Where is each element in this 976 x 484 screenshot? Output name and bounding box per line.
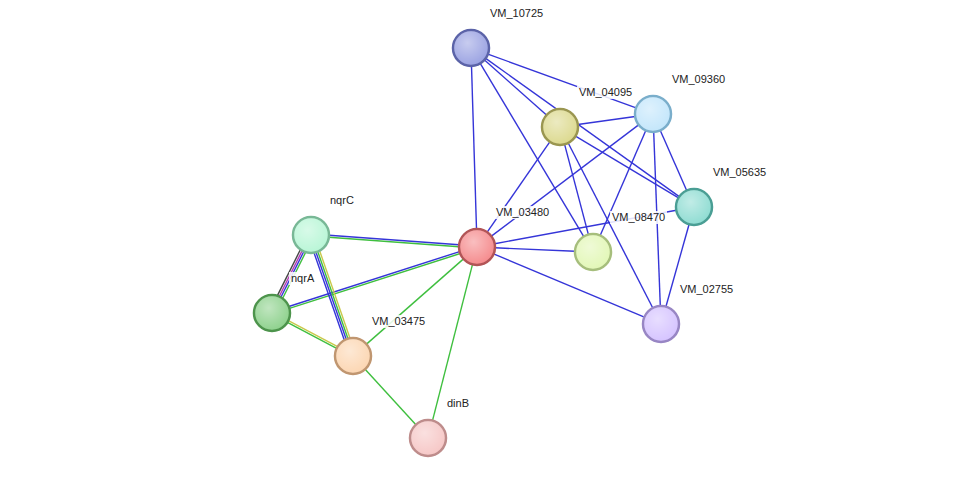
node-circle <box>542 109 578 145</box>
node-circle-shape <box>457 227 497 267</box>
protein-node: VM_04095 <box>540 107 580 147</box>
node-circle-shape <box>540 107 580 147</box>
node-circle <box>254 295 290 331</box>
node-label: VM_10725 <box>488 7 545 20</box>
node-circle <box>676 189 712 225</box>
node-circle-shape <box>573 232 613 272</box>
evidence-line <box>480 63 584 236</box>
node-label: VM_02755 <box>678 283 735 296</box>
node-circle <box>293 217 329 253</box>
node-circle <box>410 420 446 456</box>
evidence-line <box>433 264 473 420</box>
node-label: VM_04095 <box>577 86 634 99</box>
evidence-line <box>365 369 416 424</box>
node-circle-shape <box>451 28 491 68</box>
node-circle-shape <box>408 418 448 458</box>
evidence-line <box>287 322 336 348</box>
evidence-line <box>318 252 348 339</box>
interaction-edge <box>365 369 416 424</box>
interaction-edge <box>329 235 459 246</box>
node-circle <box>643 306 679 342</box>
node-circle <box>335 338 371 374</box>
node-highlight <box>294 218 328 252</box>
interaction-edge <box>433 264 473 420</box>
interaction-edge <box>314 251 350 340</box>
evidence-line <box>316 252 346 339</box>
interaction-edge <box>480 63 584 236</box>
node-circle <box>635 96 671 132</box>
node-circle <box>453 30 489 66</box>
node-highlight <box>411 421 445 455</box>
node-highlight <box>677 190 711 224</box>
evidence-line <box>289 252 460 307</box>
evidence-line <box>578 117 635 125</box>
node-highlight <box>336 339 370 373</box>
node-label: dinB <box>445 397 471 410</box>
evidence-line <box>329 235 459 244</box>
protein-node: VM_10725 <box>451 28 491 68</box>
evidence-line <box>314 253 344 340</box>
evidence-line <box>494 254 645 317</box>
node-circle <box>575 234 611 270</box>
evidence-line <box>488 54 636 108</box>
protein-node: VM_03475 <box>333 336 373 376</box>
interaction-edge <box>495 248 575 251</box>
node-highlight <box>636 97 670 131</box>
protein-node: VM_03480 <box>457 227 497 267</box>
protein-node: dinB <box>408 418 448 458</box>
node-circle-shape <box>633 94 673 134</box>
interaction-edge <box>287 321 337 349</box>
node-label: VM_03480 <box>494 206 551 219</box>
protein-node: VM_05635 <box>674 187 714 227</box>
node-circle-shape <box>291 215 331 255</box>
node-highlight <box>644 307 678 341</box>
node-highlight <box>454 31 488 65</box>
interaction-edge <box>494 254 645 317</box>
evidence-line <box>472 66 477 229</box>
interaction-edge <box>660 131 686 191</box>
node-label: VM_08470 <box>610 211 667 224</box>
evidence-line <box>367 259 464 344</box>
evidence-line <box>495 248 575 251</box>
node-highlight <box>576 235 610 269</box>
interaction-edge <box>486 58 680 196</box>
node-circle <box>459 229 495 265</box>
node-circle-shape <box>674 187 714 227</box>
node-label: nqrA <box>289 272 316 285</box>
node-circle-shape <box>333 336 373 376</box>
node-label: VM_05635 <box>711 166 768 179</box>
interaction-edge <box>472 66 477 229</box>
interaction-edge <box>488 54 636 108</box>
interaction-edge <box>367 259 464 344</box>
node-highlight <box>460 230 494 264</box>
protein-node: VM_09360 <box>633 94 673 134</box>
protein-node: nqrC <box>291 215 331 255</box>
protein-node: VM_02755 <box>641 304 681 344</box>
evidence-line <box>289 254 460 309</box>
node-circle-shape <box>252 293 292 333</box>
protein-node: VM_08470 <box>573 232 613 272</box>
interaction-edge <box>289 252 460 309</box>
evidence-line <box>660 131 686 191</box>
node-circle-shape <box>641 304 681 344</box>
evidence-line <box>288 321 337 347</box>
node-highlight <box>543 110 577 144</box>
evidence-line <box>486 58 680 196</box>
node-highlight <box>255 296 289 330</box>
protein-node: nqrA <box>252 293 292 333</box>
evidence-line <box>320 251 350 338</box>
interaction-edge <box>578 117 635 125</box>
node-label: VM_09360 <box>670 73 727 86</box>
evidence-line <box>329 237 459 246</box>
node-label: nqrC <box>328 194 356 207</box>
node-label: VM_03475 <box>370 315 427 328</box>
